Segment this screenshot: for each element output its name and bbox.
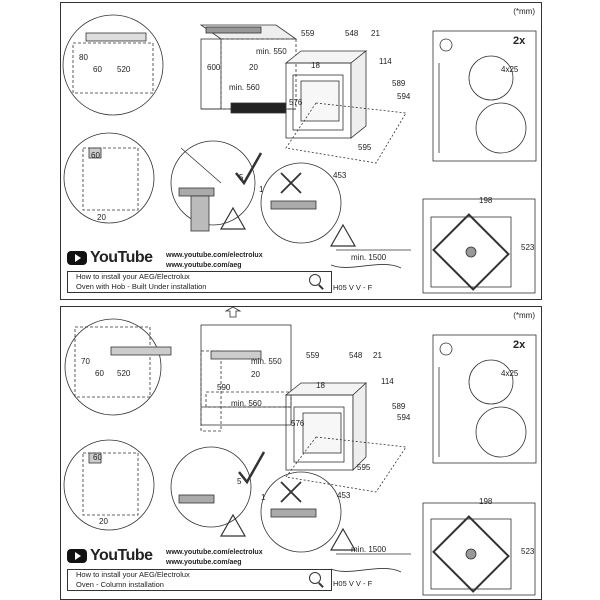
- dim-20-side: 20: [99, 517, 108, 526]
- youtube-logo: YouTube: [67, 547, 153, 565]
- dim-5: 5: [239, 173, 244, 182]
- link-electrolux[interactable]: www.youtube.com/electrolux: [166, 549, 263, 556]
- dim-600: 600: [207, 63, 221, 72]
- dim-20: 20: [251, 370, 260, 379]
- dim-min-1500: min. 1500: [351, 545, 387, 554]
- video-links: www.youtube.com/electrolux www.youtube.c…: [166, 251, 263, 271]
- cabinet-detail-circle: [64, 318, 162, 416]
- quantity-2x: 2x: [513, 35, 526, 47]
- dim-21: 21: [371, 29, 380, 38]
- dim-60: 60: [93, 65, 102, 74]
- dim-548: 548: [345, 29, 359, 38]
- dim-60: 60: [95, 369, 104, 378]
- dim-453: 453: [337, 491, 351, 500]
- dim-min-550: min. 550: [251, 357, 282, 366]
- dim-576: 576: [289, 98, 303, 107]
- link-aeg[interactable]: www.youtube.com/aeg: [166, 559, 242, 566]
- youtube-wordmark: YouTube: [90, 249, 153, 266]
- fixing-detail-circle: [170, 140, 256, 226]
- dim-520: 520: [117, 369, 131, 378]
- side-panel-circle: [63, 132, 155, 224]
- units-note: (*mm): [513, 7, 535, 16]
- link-electrolux[interactable]: www.youtube.com/electrolux: [166, 252, 263, 259]
- dim-21: 21: [373, 351, 382, 360]
- youtube-logo: YouTube: [67, 249, 153, 267]
- dim-80: 80: [79, 53, 88, 62]
- dim-595: 595: [357, 463, 371, 472]
- dim-453: 453: [333, 171, 347, 180]
- dim-70: 70: [81, 357, 90, 366]
- dim-523: 523: [521, 547, 535, 556]
- dim-559: 559: [306, 351, 320, 360]
- panel-built-under: (*mm) 80 60 520 min. 550 600 20 min. 560…: [60, 2, 542, 300]
- dim-523: 523: [521, 243, 535, 252]
- video-links: www.youtube.com/electrolux www.youtube.c…: [166, 548, 263, 568]
- panel-column: (*mm) 70 60 520 min. 550 590 20 min. 560…: [60, 306, 542, 600]
- howto-box: How to install your AEG/Electrolux Oven …: [67, 569, 332, 591]
- youtube-play-icon: [67, 549, 87, 563]
- screw-size: 4x25: [501, 65, 519, 74]
- dim-548: 548: [349, 351, 363, 360]
- incorrect-fixing-circle: [260, 471, 342, 553]
- dim-559: 559: [301, 29, 315, 38]
- howto-line-1: How to install your AEG/Electrolux: [76, 570, 190, 579]
- fixing-detail-circle: [170, 446, 252, 528]
- dim-min-550: min. 550: [256, 47, 287, 56]
- column-diagram: [63, 307, 537, 596]
- youtube-wordmark: YouTube: [90, 547, 153, 564]
- dim-595: 595: [358, 143, 372, 152]
- dim-min-560: min. 560: [229, 83, 260, 92]
- dim-198: 198: [479, 497, 493, 506]
- quantity-2x: 2x: [513, 339, 526, 351]
- incorrect-fixing-circle: [260, 162, 342, 244]
- dim-594: 594: [397, 92, 411, 101]
- link-aeg[interactable]: www.youtube.com/aeg: [166, 262, 242, 269]
- dim-590: 590: [217, 383, 231, 392]
- side-panel-circle: [63, 439, 155, 531]
- dim-20-side: 20: [97, 213, 106, 222]
- dim-576: 576: [291, 419, 305, 428]
- magnifier-icon: [309, 572, 321, 584]
- howto-box: How to install your AEG/Electrolux Oven …: [67, 271, 332, 293]
- howto-line-2: Oven - Column installation: [76, 580, 164, 589]
- units-note: (*mm): [513, 311, 535, 320]
- built-under-diagram: [62, 14, 537, 294]
- dim-min-1500: min. 1500: [351, 253, 387, 262]
- dim-594: 594: [397, 413, 411, 422]
- dim-589: 589: [392, 79, 406, 88]
- cable-type: H05 V V - F: [333, 283, 373, 292]
- dim-589: 589: [392, 402, 406, 411]
- dim-198: 198: [479, 196, 493, 205]
- dim-1: 1: [261, 493, 266, 502]
- dim-60-side: 60: [93, 453, 102, 462]
- cabinet-detail-circle: [62, 14, 164, 116]
- magnifier-icon: [309, 274, 321, 286]
- youtube-play-icon: [67, 251, 87, 265]
- dim-1: 1: [259, 185, 264, 194]
- dim-min-560: min. 560: [231, 399, 262, 408]
- dim-18: 18: [316, 381, 325, 390]
- howto-line-1: How to install your AEG/Electrolux: [76, 272, 190, 281]
- dim-114: 114: [381, 377, 394, 386]
- dim-114: 114: [379, 57, 392, 66]
- dim-520: 520: [117, 65, 131, 74]
- dim-60-side: 60: [91, 151, 100, 160]
- dim-20: 20: [249, 63, 258, 72]
- dim-18: 18: [311, 61, 320, 70]
- howto-line-2: Oven with Hob - Built Under installation: [76, 282, 207, 291]
- screw-size: 4x25: [501, 369, 519, 378]
- dim-5: 5: [237, 477, 242, 486]
- cable-type: H05 V V - F: [333, 579, 373, 588]
